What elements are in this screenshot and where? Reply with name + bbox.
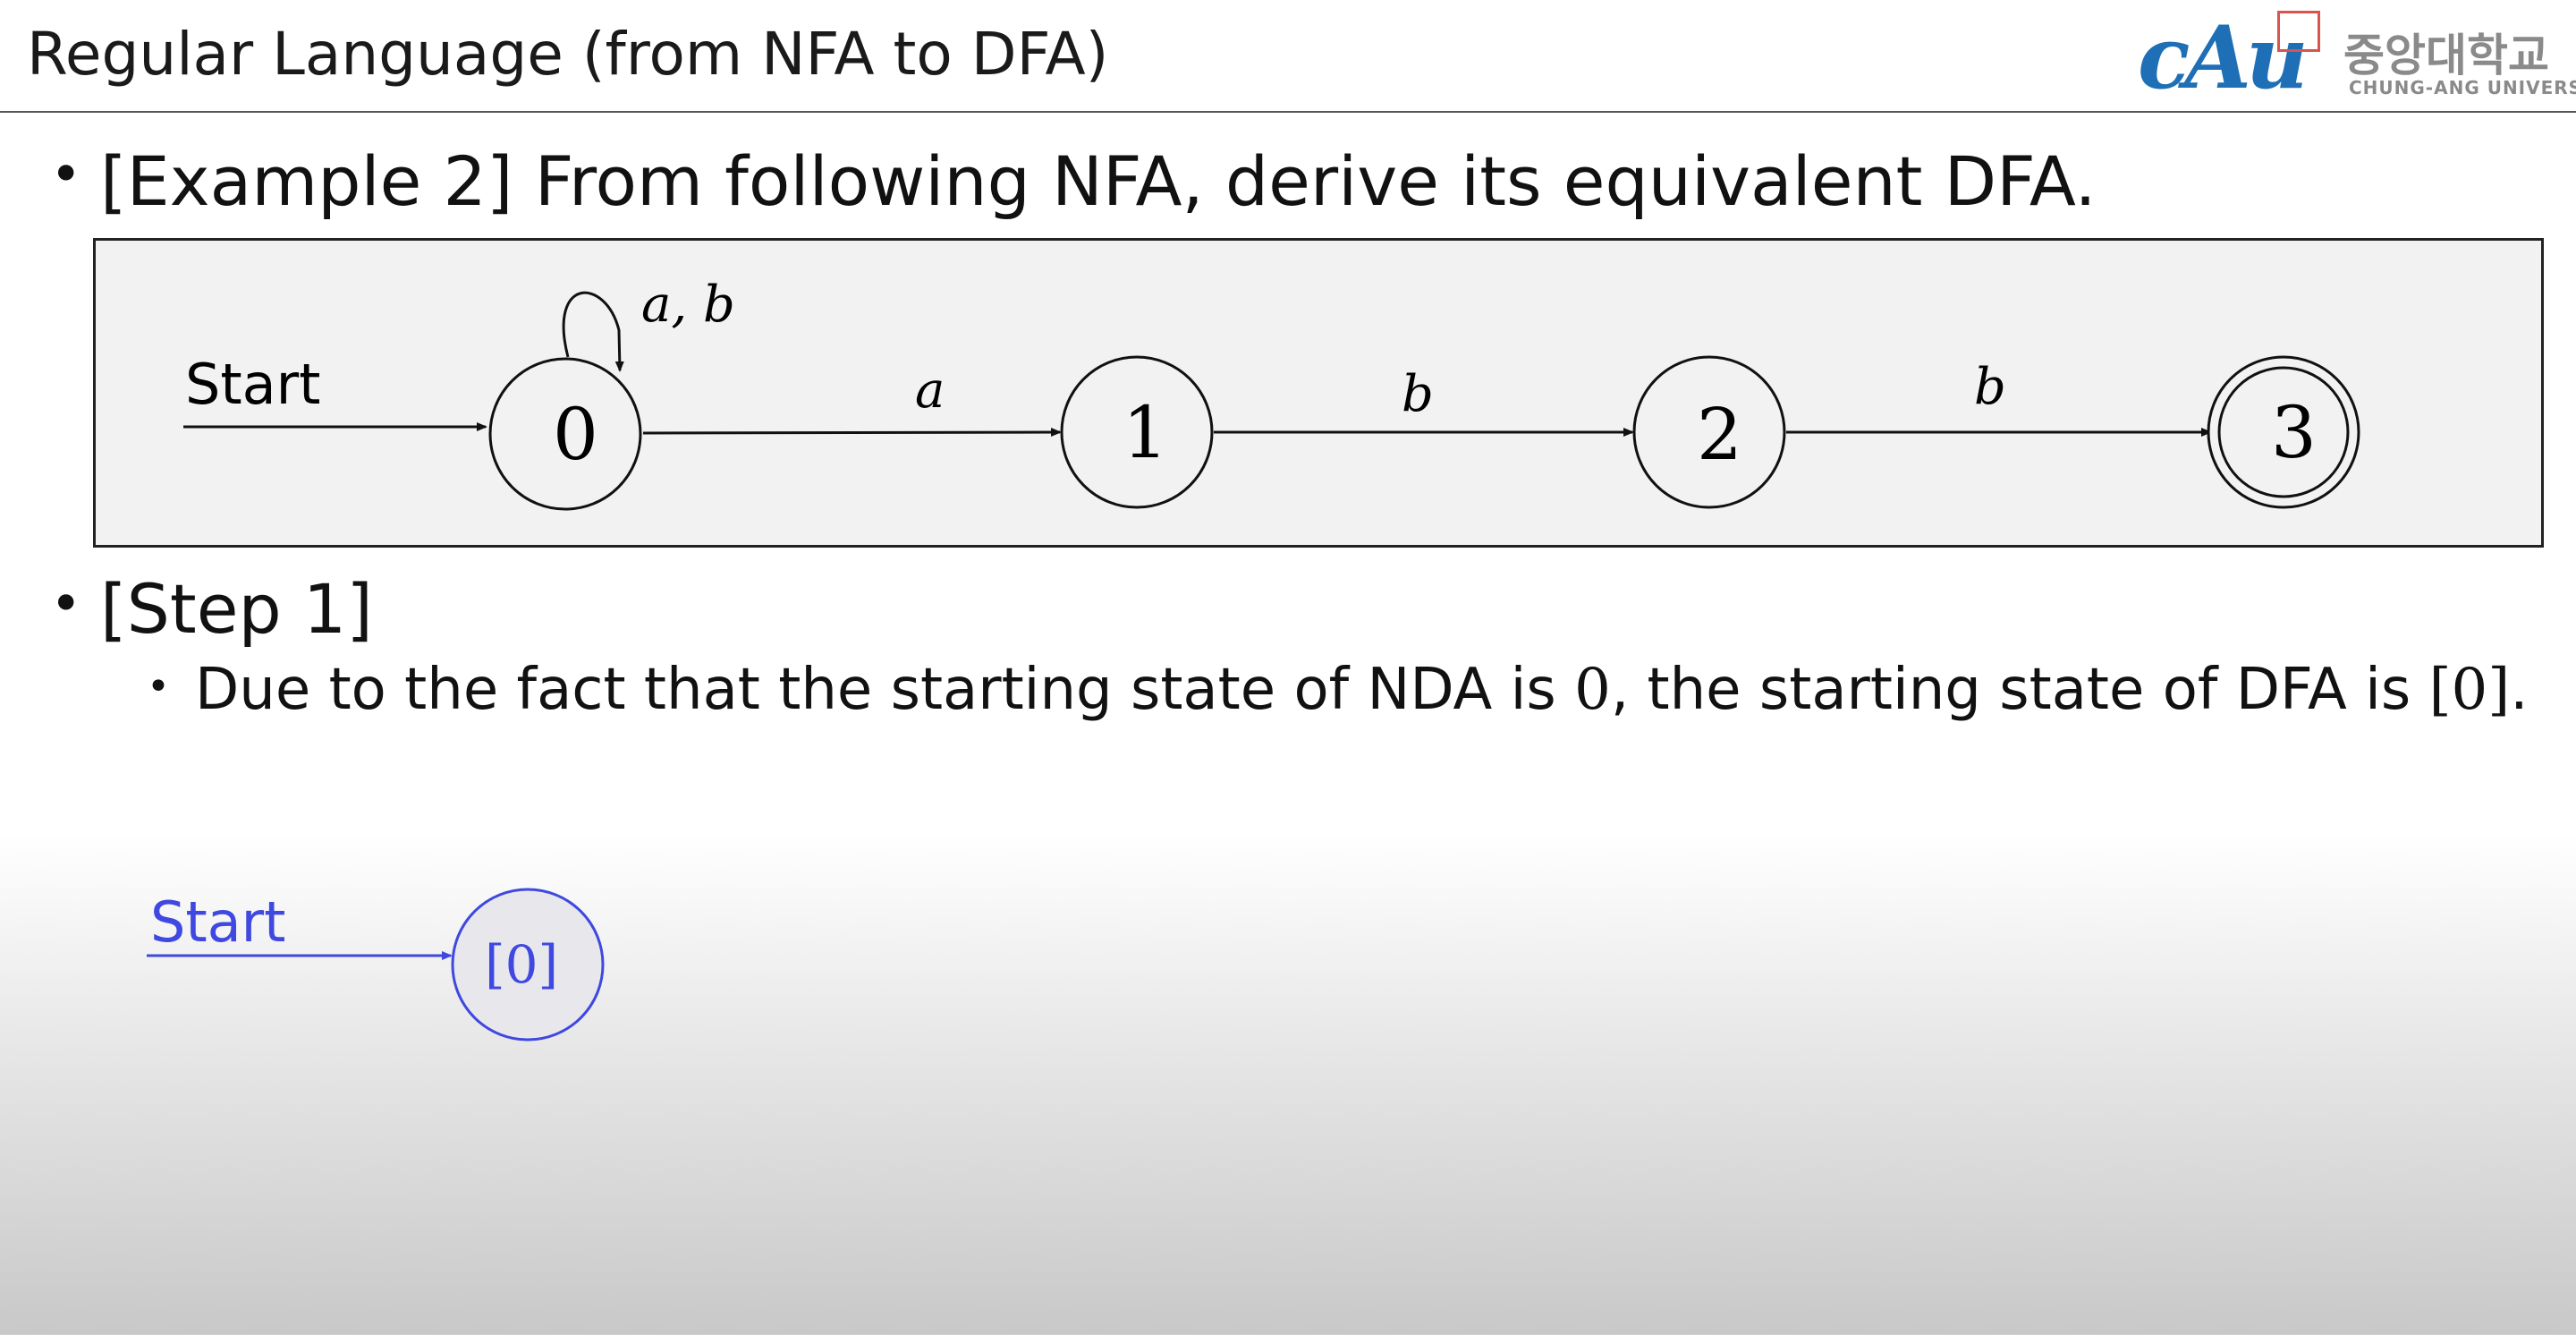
sub-bullet-dot-icon: • — [147, 664, 170, 710]
dfa-state-0-label: [0] — [485, 934, 558, 995]
dfa-diagram: Start [0] — [147, 888, 605, 1042]
title-bar: Regular Language (from NFA to DFA) cAu 중… — [0, 0, 2576, 113]
nfa-state-3-label: 3 — [2271, 391, 2317, 474]
bullet-dot-icon: • — [50, 143, 82, 206]
logo-korean-text: 중앙대학교 — [2343, 30, 2549, 81]
nfa-transition-0-1 — [642, 428, 1062, 438]
nfa-diagram-box: Start a, b a b b 0 1 2 3 — [93, 238, 2544, 548]
slide-title: Regular Language (from NFA to DFA) — [27, 20, 1109, 89]
dfa-start-state-ref: [0] — [2428, 657, 2511, 723]
dfa-start-label: Start — [150, 889, 285, 955]
step-detail-middle: , the starting state of DFA is — [1610, 657, 2429, 723]
nfa-state-2 — [1632, 355, 1786, 509]
logo-box-icon — [2277, 11, 2320, 52]
nfa-diagram: Start a, b a b b 0 1 2 3 — [183, 276, 2360, 511]
step-detail-suffix: . — [2510, 657, 2529, 723]
nfa-start-label: Start — [185, 352, 320, 417]
nfa-transition-label-1-2: b — [1402, 365, 1434, 423]
university-logo: cAu 중앙대학교 CHUNG-ANG UNIVERSITY — [2129, 7, 2576, 109]
step-bullet: [Step 1] — [100, 569, 373, 649]
nfa-self-loop — [562, 291, 624, 372]
nfa-self-loop-label: a, b — [641, 276, 735, 334]
logo-english-text: CHUNG-ANG UNIVERSITY — [2349, 77, 2576, 98]
nfa-state-3 — [2207, 355, 2360, 509]
step-detail-prefix: Due to the fact that the starting state … — [195, 657, 1575, 723]
nfa-transition-label-2-3: b — [1974, 358, 2006, 416]
step-detail: Due to the fact that the starting state … — [195, 657, 2529, 723]
nfa-state-1 — [1060, 355, 1214, 509]
nfa-transition-label-0-1: a — [915, 361, 945, 420]
nfa-state-1-label: 1 — [1123, 391, 1168, 474]
nfa-state-0 — [488, 357, 642, 511]
nfa-state-2-label: 2 — [1697, 393, 1742, 476]
example-bullet: [Example 2] From following NFA, derive i… — [100, 141, 2097, 221]
dfa-state-0 — [451, 888, 605, 1042]
nfa-state-3-accept-ring — [2217, 366, 2350, 498]
bullet-dot-icon: • — [50, 573, 82, 635]
nfa-start-state-ref: 0 — [1574, 657, 1611, 723]
nfa-state-0-label: 0 — [553, 393, 598, 476]
